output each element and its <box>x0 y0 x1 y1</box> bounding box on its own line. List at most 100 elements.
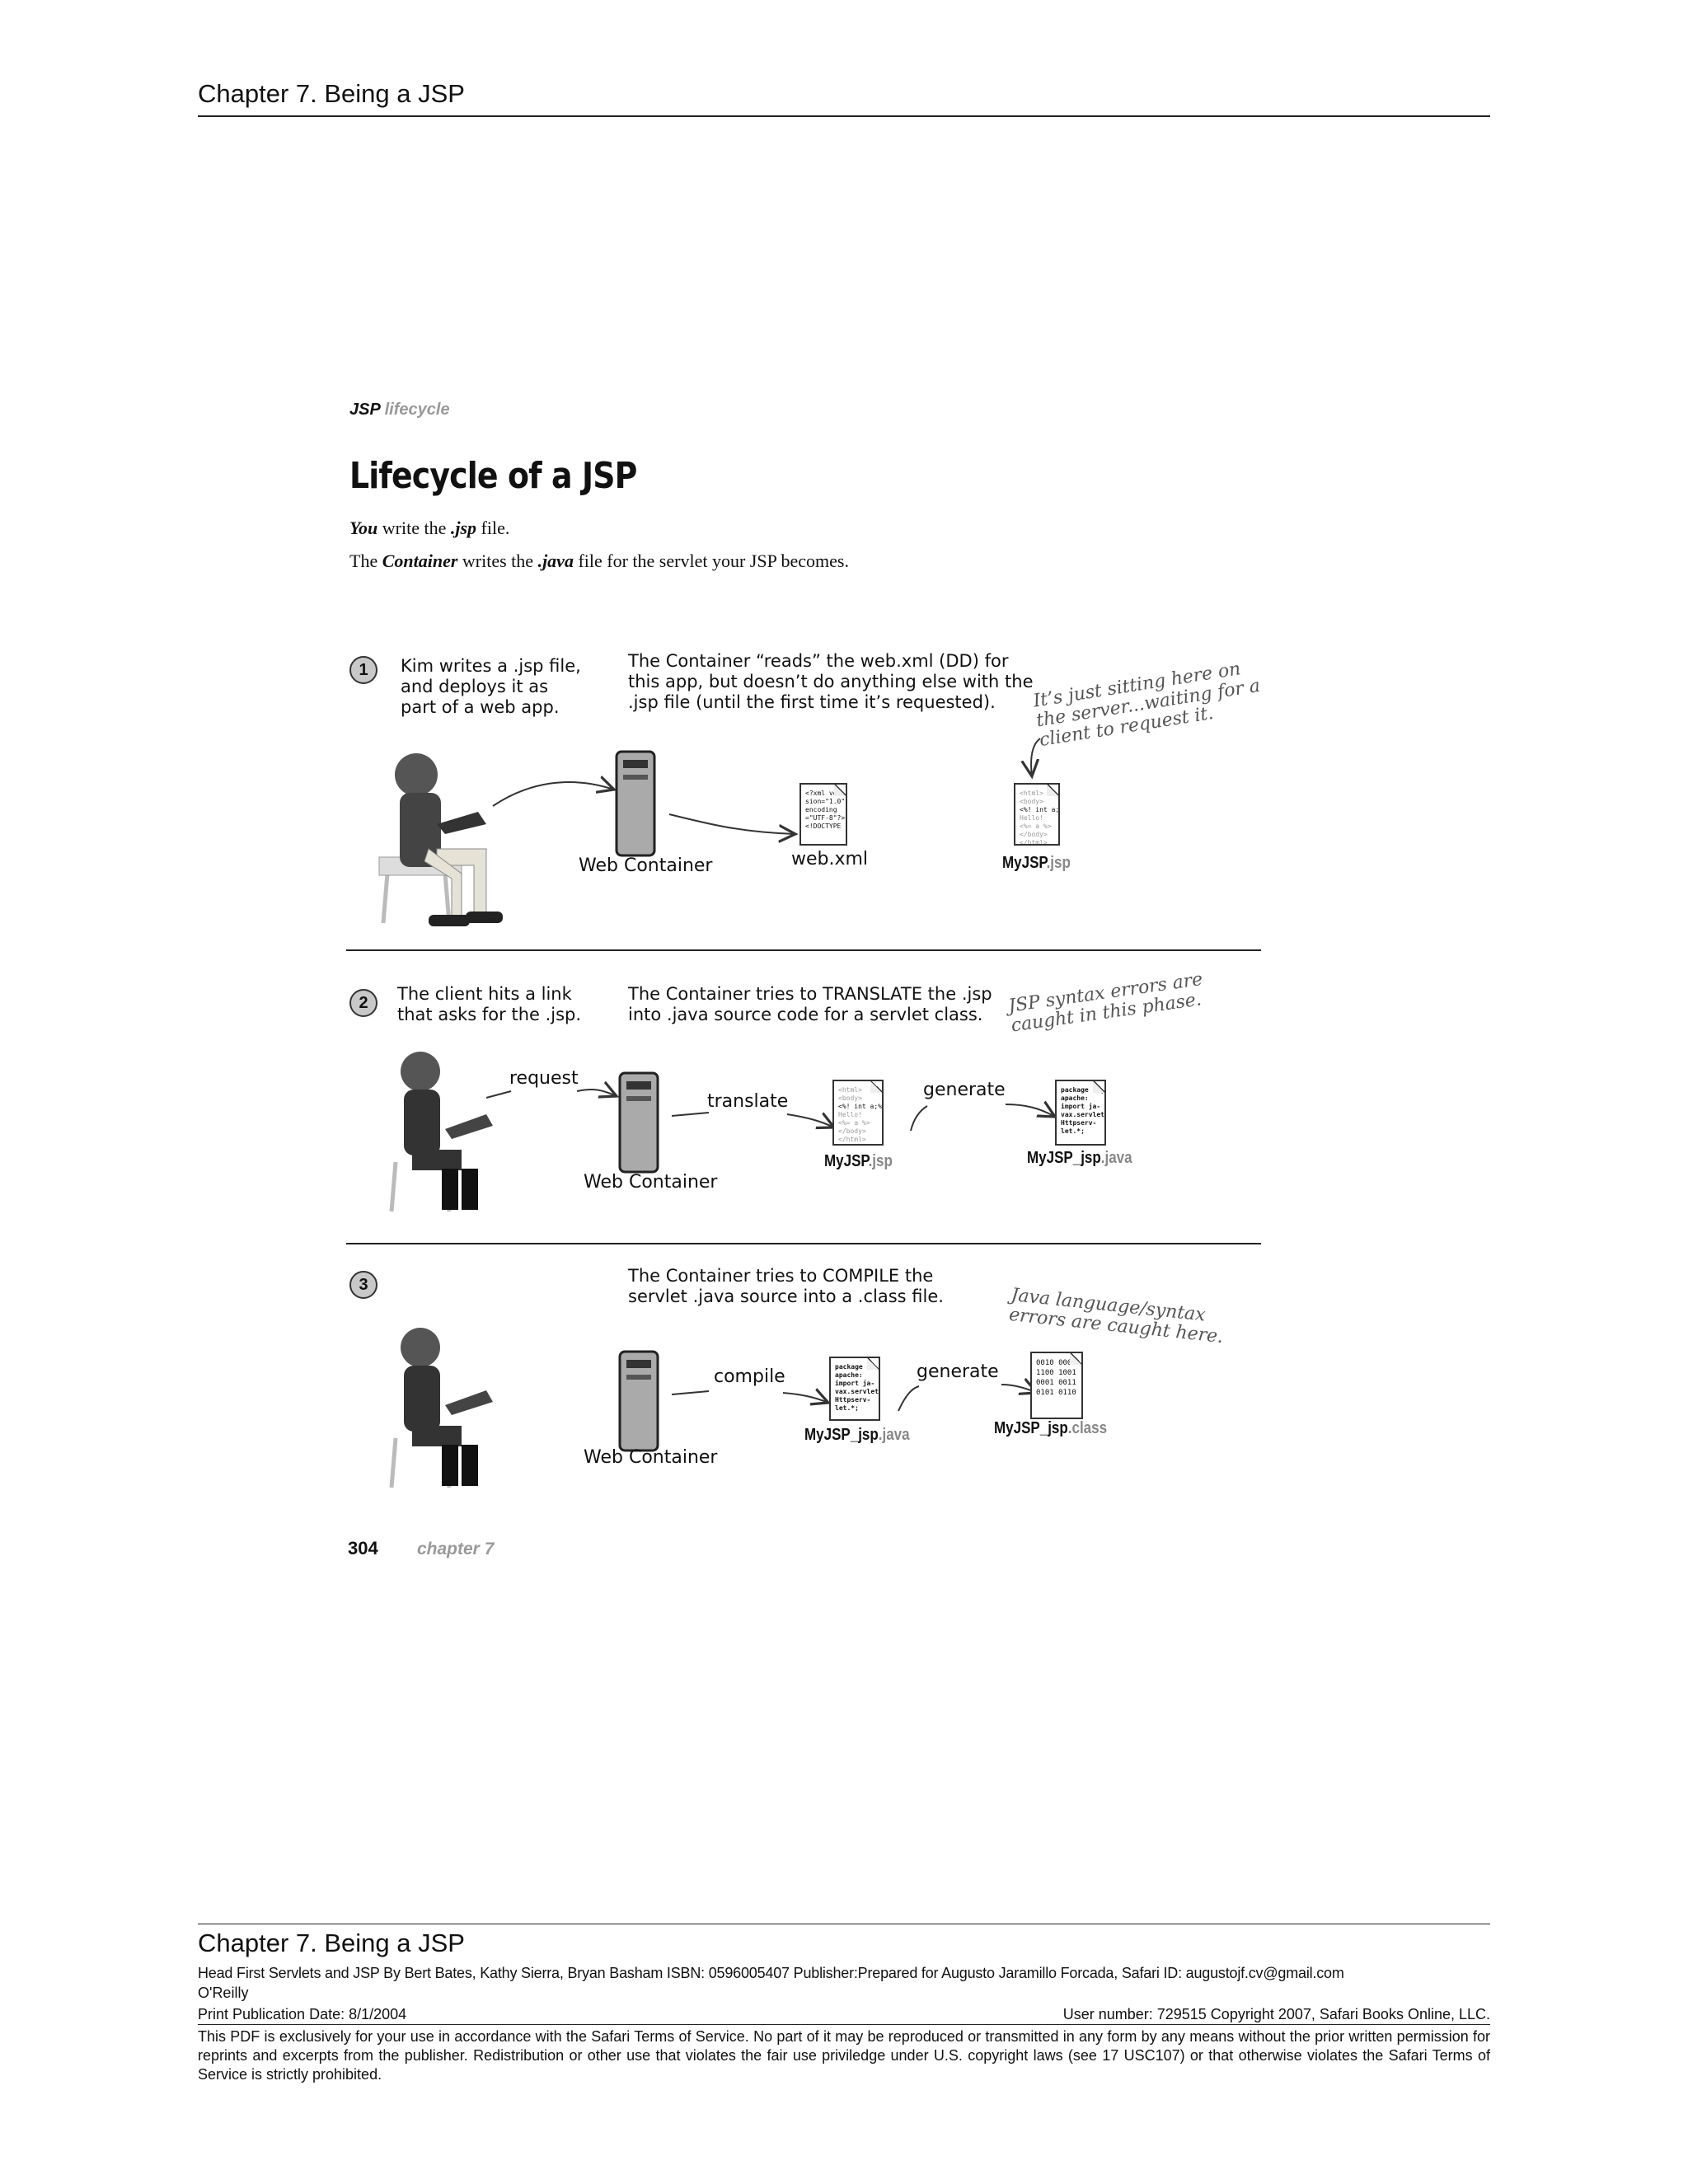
doc-line: 0010 0001 <box>1036 1359 1076 1367</box>
translate-arrow-tail <box>671 1112 710 1117</box>
intro-text-a: write the <box>377 518 451 538</box>
intro-text-d: writes the <box>457 551 538 571</box>
deploy-arrow <box>492 782 614 807</box>
doc-line: <?xml ver <box>805 790 842 797</box>
footer-publisher: O'Reilly <box>198 1985 249 2001</box>
doc-line: let.*; <box>1061 1127 1085 1135</box>
doc-line: Httpserv- <box>835 1396 871 1404</box>
doc-line: <html> <box>838 1086 862 1094</box>
jsp-doc-icon: <html> <body> <%! int a;%> Hello! <%= a … <box>1014 783 1060 846</box>
step-3-number: 3 <box>349 1271 377 1299</box>
generate-arrow-tail-2 <box>898 1385 920 1412</box>
doc-line: <%= a %> <box>838 1119 870 1127</box>
intro-text-e: file for the servlet your JSP becomes. <box>573 551 849 571</box>
java-doc-icon: package org. apache: import ja- vax.serv… <box>1055 1080 1106 1146</box>
section-tag: JSP lifecycle <box>349 401 450 419</box>
client-person-illustration-2 <box>389 1328 493 1488</box>
doc-line: <html> <box>1020 790 1043 797</box>
section-tag-bold: JSP <box>349 401 381 419</box>
step-2-text: The client hits a link that asks for the… <box>397 984 582 1024</box>
java-ext: .java <box>878 1426 910 1444</box>
doc-line: import ja- <box>835 1380 875 1387</box>
java-name: MyJSP_jsp <box>804 1426 879 1444</box>
doc-line: </html> <box>1020 839 1048 846</box>
step-2-number: 2 <box>349 989 377 1017</box>
step-1-container-text: The Container “reads” the web.xml (DD) f… <box>628 651 1034 712</box>
doc-line: vax.servlet <box>835 1388 879 1395</box>
step-3-java-filename: MyJSP_jsp.java <box>804 1426 910 1445</box>
java-doc-icon-2: package o apache: import ja- vax.servlet… <box>829 1357 880 1421</box>
doc-line: import ja- <box>1061 1103 1101 1110</box>
server-icon <box>618 1071 659 1174</box>
doc-line: package org. <box>1061 1086 1106 1094</box>
doc-line: Hello! <box>838 1111 862 1118</box>
page-number: 304 <box>348 1538 378 1558</box>
step-1-text: Kim writes a .jsp file, and deploys it a… <box>401 656 581 717</box>
step-3-container-text: The Container tries to COMPILE the servl… <box>628 1266 944 1306</box>
class-name: MyJSP_jsp <box>994 1419 1068 1437</box>
page-chapter: chapter 7 <box>417 1540 495 1558</box>
intro-you: You <box>349 518 378 538</box>
compile-label: compile <box>714 1366 785 1387</box>
webxml-label: web.xml <box>791 849 869 869</box>
note1-arrow <box>1031 738 1041 776</box>
server-icon <box>615 750 656 857</box>
server-icon <box>618 1350 659 1452</box>
footer-legal: This PDF is exclusively for your use in … <box>198 2028 1490 2083</box>
doc-line: <%! int a;%> <box>838 1103 884 1110</box>
step-1-server-label: Web Container <box>579 855 713 876</box>
page-title: Lifecycle of a JSP <box>349 455 637 497</box>
header-rule <box>198 115 1490 117</box>
footer-rule-bottom <box>198 2024 1490 2025</box>
doc-line: <body> <box>1020 798 1043 805</box>
section-tag-rest: lifecycle <box>384 401 450 419</box>
step-1-number: 1 <box>349 656 377 684</box>
generate-arrow <box>1005 1104 1055 1117</box>
request-label: request <box>509 1068 579 1089</box>
header-title: Chapter 7. Being a JSP <box>198 79 465 108</box>
jsp-name: MyJSP <box>1002 854 1047 872</box>
request-arrow <box>576 1090 617 1096</box>
doc-line: let.*; <box>835 1404 859 1412</box>
step-3-class-filename: MyJSP_jsp.class <box>994 1419 1107 1438</box>
jsp-ext: .jsp <box>1046 854 1071 872</box>
jsp-name: MyJSP <box>824 1152 869 1170</box>
footer-book-line: Head First Servlets and JSP By Bert Bate… <box>198 1965 1344 1981</box>
doc-line: vax.servlet. <box>1061 1111 1106 1118</box>
step-2-server-label: Web Container <box>584 1172 718 1193</box>
footer-pub-date: Print Publication Date: 8/1/2004 <box>198 2006 407 2022</box>
doc-line: package o <box>835 1363 871 1371</box>
step-divider-2 <box>346 1243 1261 1244</box>
generate-arrow-tail <box>910 1105 928 1132</box>
compile-arrow <box>782 1393 828 1403</box>
doc-line: Hello! <box>1020 814 1043 822</box>
doc-line: Httpserv- <box>1061 1119 1097 1127</box>
jsp-ext: .jsp <box>868 1152 893 1170</box>
footer-user-line: User number: 729515 Copyright 2007, Safa… <box>1062 2006 1490 2022</box>
request-arrow-tail <box>485 1090 512 1099</box>
translate-arrow <box>786 1114 834 1127</box>
doc-line: <!DOCTYPE <box>805 823 842 830</box>
doc-line: sion="1.0" <box>805 798 846 805</box>
doc-line: </body> <box>838 1127 866 1135</box>
doc-line: </body> <box>1020 831 1048 838</box>
compile-arrow-tail <box>671 1390 710 1395</box>
intro-jsp: .jsp <box>450 518 477 538</box>
generate-label-2: generate <box>917 1361 999 1382</box>
intro-line-2: The Container writes the .java file for … <box>349 551 849 572</box>
intro-container: Container <box>382 551 458 571</box>
intro-text-c: The <box>349 551 382 571</box>
doc-line: apache: <box>1061 1094 1089 1102</box>
java-ext: .java <box>1100 1149 1132 1167</box>
step-1-jsp-filename: MyJSP.jsp <box>1002 854 1071 873</box>
translate-label: translate <box>707 1091 789 1112</box>
intro-text-b: file. <box>476 518 510 538</box>
step-divider-1 <box>346 949 1261 951</box>
doc-line: 1100 1001 <box>1036 1369 1076 1377</box>
client-person-illustration <box>389 1052 493 1212</box>
doc-line: encoding <box>805 806 837 813</box>
doc-line: </html> <box>838 1136 866 1143</box>
doc-line: <body> <box>838 1094 862 1102</box>
intro-line-1: You write the .jsp file. <box>349 518 509 539</box>
generate-label: generate <box>923 1080 1006 1100</box>
